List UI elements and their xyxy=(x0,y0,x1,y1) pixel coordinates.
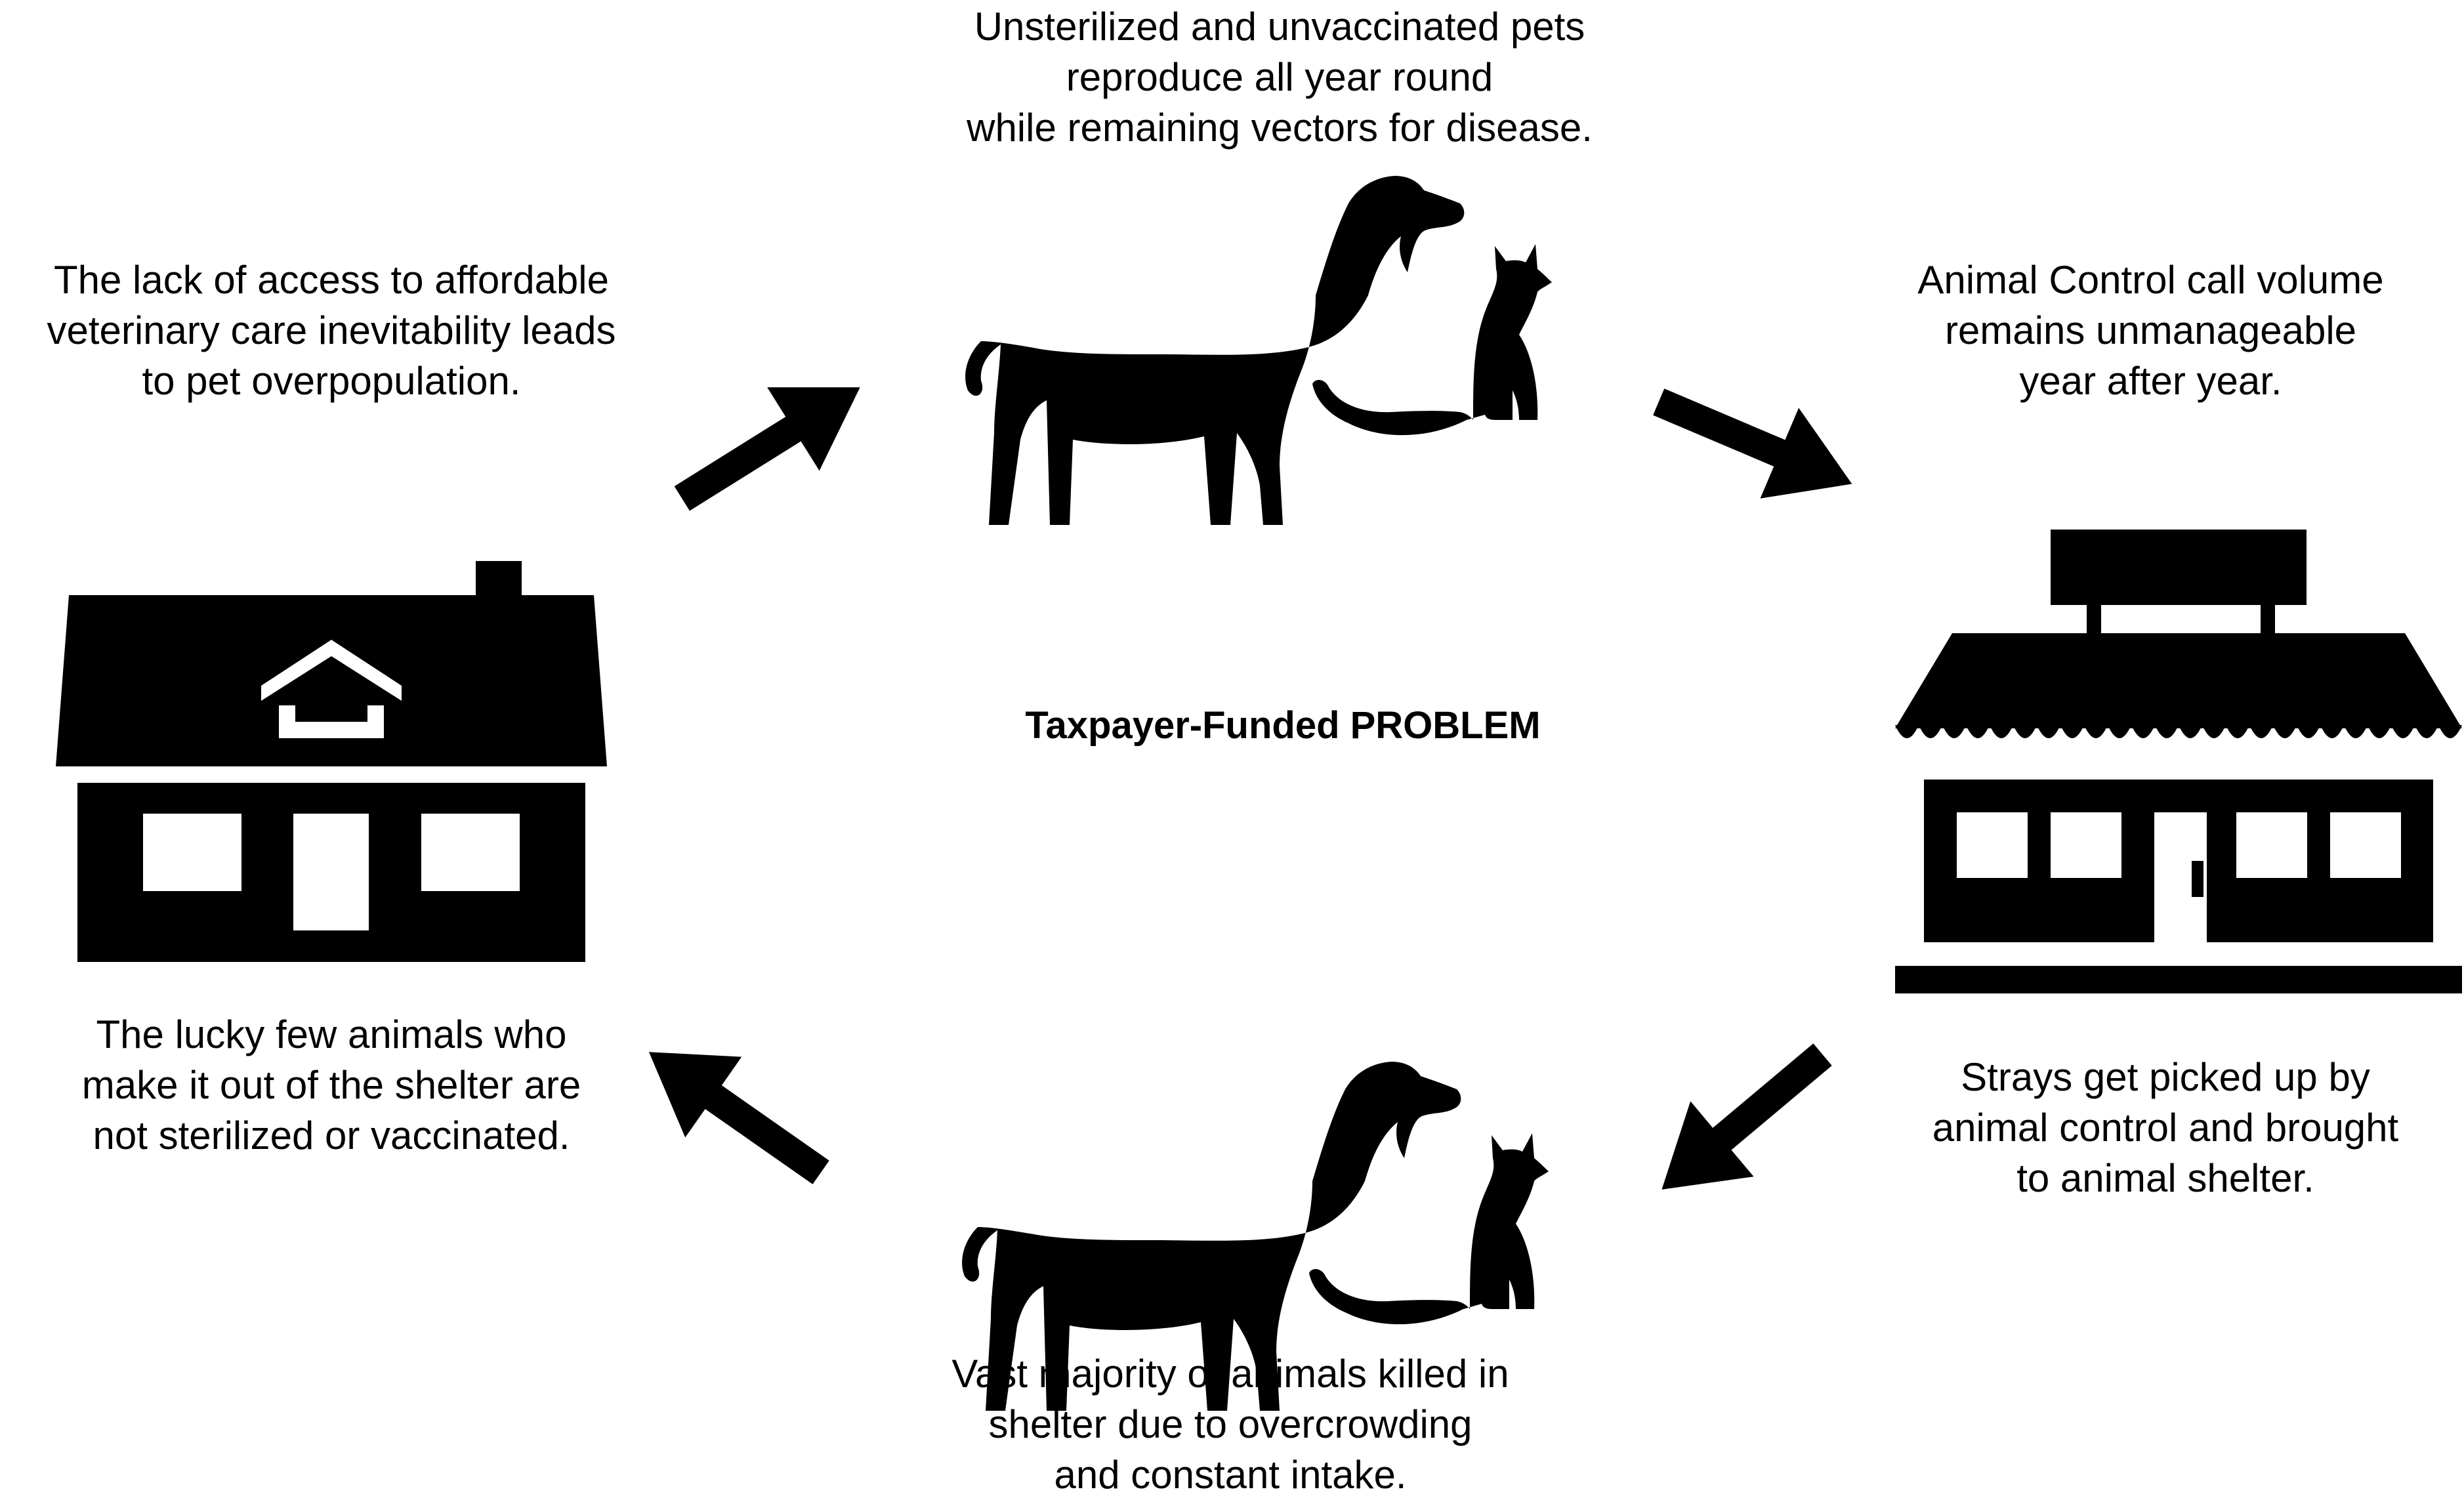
caption-left-top: The lack of access to affordable veterin… xyxy=(47,258,616,403)
caption-left-bottom: The lucky few animals who make it out of… xyxy=(81,1012,581,1157)
dog-icon xyxy=(965,176,1465,525)
house-icon xyxy=(56,561,607,962)
caption-bottom: Vast majority of animals killed in shelt… xyxy=(951,1352,1509,1497)
arrow-icon xyxy=(1630,1016,1854,1228)
center-title: Taxpayer-Funded PROBLEM xyxy=(1025,704,1541,747)
arrow-icon xyxy=(656,345,887,541)
caption-right-bottom: Strays get picked up by animal control a… xyxy=(1932,1055,2399,1200)
arrow-icon xyxy=(620,1011,850,1213)
caption-right-top: Animal Control call volume remains unman… xyxy=(1917,258,2384,403)
storefront-shelter-icon xyxy=(1895,530,2462,993)
arrow-icon xyxy=(1639,356,1871,530)
caption-top: Unsterilized and unvaccinated pets repro… xyxy=(967,5,1593,150)
